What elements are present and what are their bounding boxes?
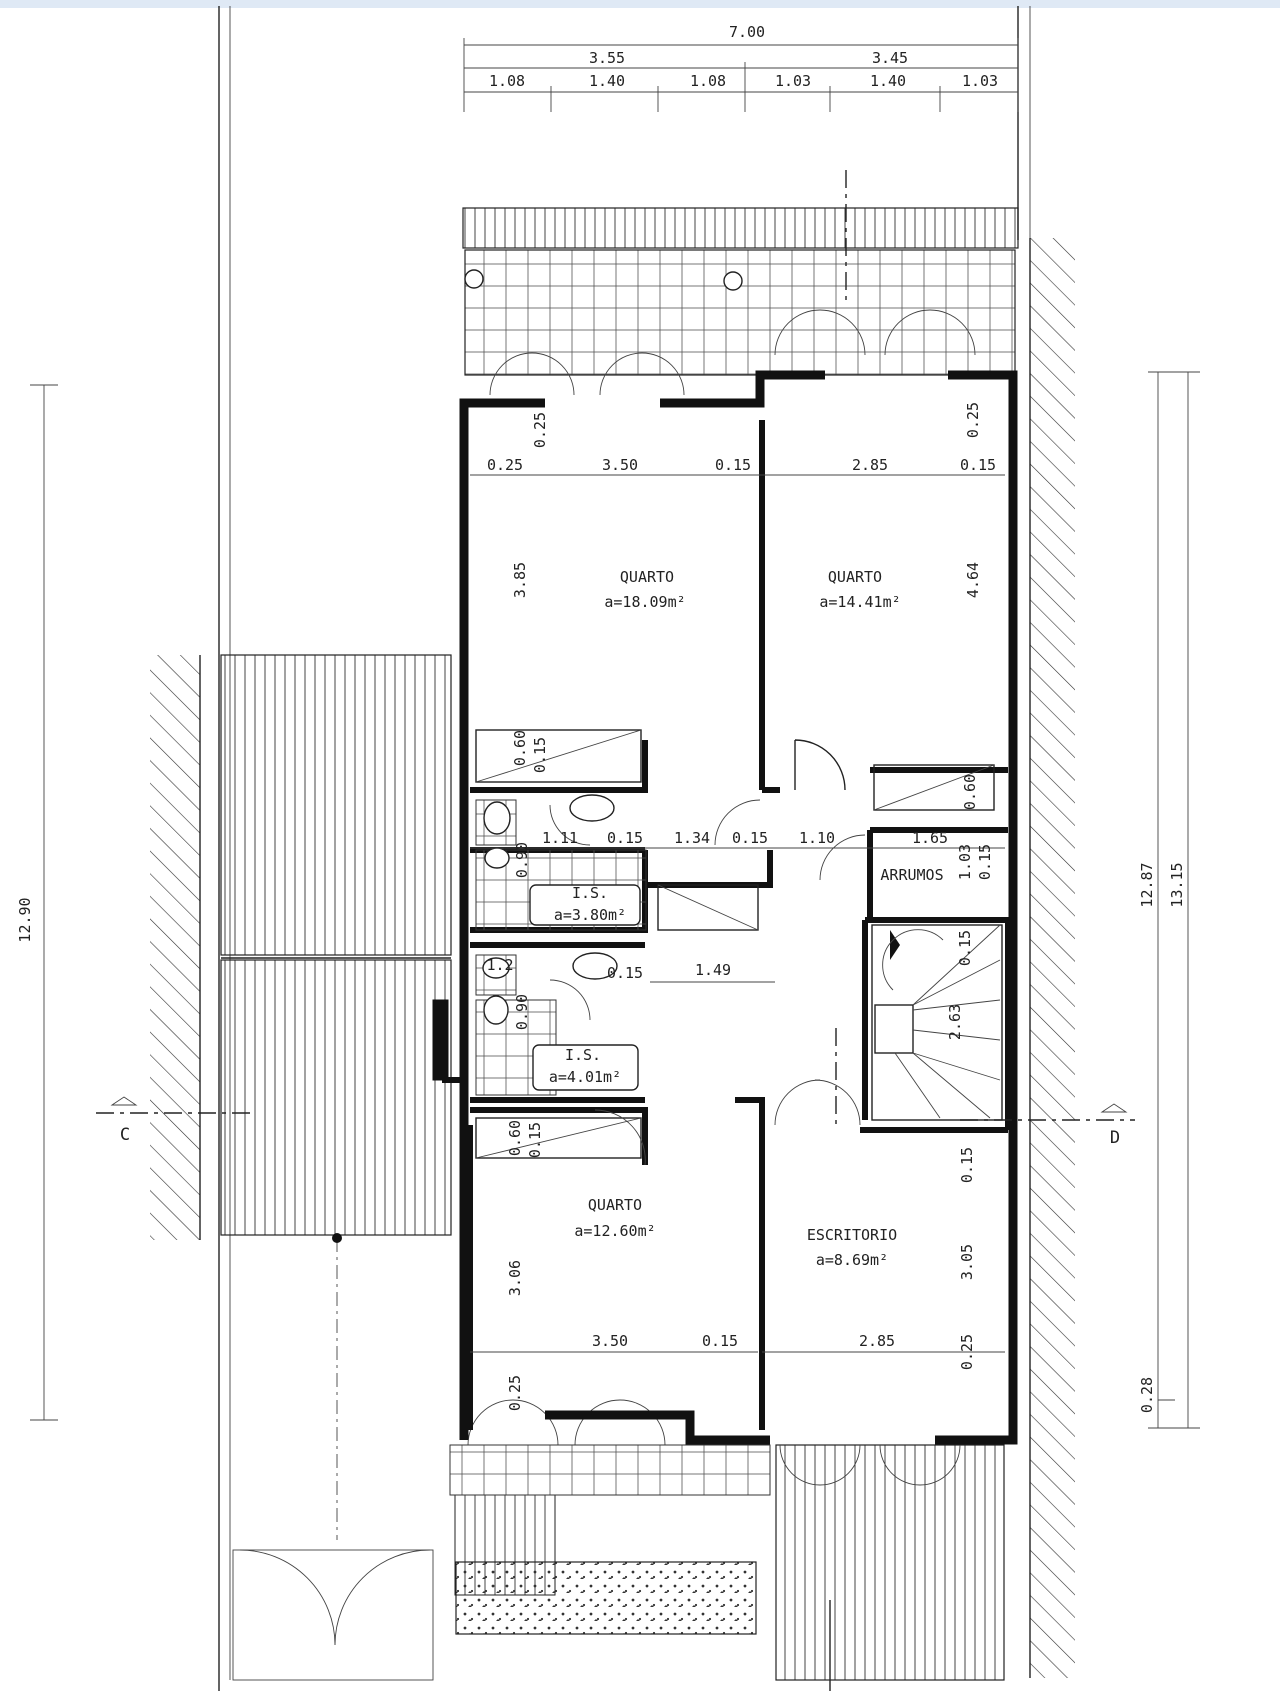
dim-hall-e: 1.10 bbox=[799, 829, 835, 847]
dim-b3-width: 3.50 bbox=[592, 1332, 628, 1350]
dim-segment-4: 1.03 bbox=[775, 72, 811, 90]
dim-storage-depth: 1.03 bbox=[956, 844, 974, 880]
dim-b3-closet: 0.60 bbox=[506, 1120, 524, 1156]
dim-b1-closet-wall: 0.15 bbox=[531, 737, 549, 773]
room-area-bedroom-3: a=12.60m² bbox=[574, 1222, 655, 1240]
room-area-bathroom-1: a=3.80m² bbox=[554, 906, 626, 924]
dim-hall-b: 0.15 bbox=[607, 829, 643, 847]
dim-segment-2: 1.40 bbox=[589, 72, 625, 90]
side-dimension-lines bbox=[30, 371, 1200, 1429]
dim-left-total: 12.90 bbox=[16, 897, 34, 942]
dim-b1-wall-mid: 0.15 bbox=[715, 456, 751, 474]
dim-stair-length: 2.63 bbox=[946, 1004, 964, 1040]
room-area-office: a=8.69m² bbox=[816, 1251, 888, 1269]
room-area-bedroom-1: a=18.09m² bbox=[604, 593, 685, 611]
dim-b1-closet: 0.60 bbox=[511, 730, 529, 766]
dim-segment-6: 1.03 bbox=[962, 72, 998, 90]
room-area-bathroom-2: a=4.01m² bbox=[549, 1068, 621, 1086]
dim-bath1-wall: 0.90 bbox=[513, 842, 531, 878]
section-marker-c: C bbox=[120, 1125, 130, 1145]
dim-b3-wall-mid: 0.15 bbox=[702, 1332, 738, 1350]
dim-b1-depth: 3.85 bbox=[511, 562, 529, 598]
dim-hall-a: 1.11 bbox=[542, 829, 578, 847]
interior-dimension-lines bbox=[470, 474, 1005, 1353]
dim-b3-depth: 3.06 bbox=[506, 1260, 524, 1296]
dim-b3-wall-bottom: 0.25 bbox=[506, 1375, 524, 1411]
dim-office-wall-top: 0.15 bbox=[958, 1147, 976, 1183]
dim-right-half: 3.45 bbox=[872, 49, 908, 67]
room-name-bathroom-1: I.S. bbox=[572, 884, 608, 902]
dim-b1-wall-left: 0.25 bbox=[487, 456, 523, 474]
entrance-gate bbox=[232, 1233, 961, 1691]
dim-left-half: 3.55 bbox=[589, 49, 625, 67]
dim-b3-closet-wall: 0.15 bbox=[526, 1122, 544, 1158]
room-name-storage: ARRUMOS bbox=[880, 866, 943, 884]
dim-office-depth: 3.05 bbox=[958, 1244, 976, 1280]
dim-b2-closet: 0.60 bbox=[961, 774, 979, 810]
stair bbox=[871, 924, 1003, 1121]
section-marker-d: D bbox=[1110, 1128, 1120, 1148]
dim-hall-d: 0.15 bbox=[732, 829, 768, 847]
bathroom-fixtures bbox=[432, 794, 647, 1096]
top-band bbox=[0, 0, 1280, 8]
dim-segment-3: 1.08 bbox=[690, 72, 726, 90]
dim-segment-1: 1.08 bbox=[489, 72, 525, 90]
dim-office-wall-bottom: 0.25 bbox=[958, 1334, 976, 1370]
gravel-strip bbox=[455, 1561, 757, 1635]
dim-bath2-width: 1.2 bbox=[486, 956, 513, 974]
room-area-bedroom-2: a=14.41m² bbox=[819, 593, 900, 611]
room-name-bedroom-3: QUARTO bbox=[588, 1196, 642, 1214]
dim-right-outer: 13.15 bbox=[1168, 862, 1186, 907]
dim-b2-width: 2.85 bbox=[852, 456, 888, 474]
room-name-bedroom-1: QUARTO bbox=[620, 568, 674, 586]
dim-right-inner: 12.87 bbox=[1138, 862, 1156, 907]
room-name-office: ESCRITORIO bbox=[807, 1226, 897, 1244]
dim-total-width: 7.00 bbox=[729, 23, 765, 41]
exterior-walls bbox=[459, 370, 1018, 1445]
dim-b2-wall-right: 0.15 bbox=[960, 456, 996, 474]
neighbour-hatching bbox=[150, 238, 1075, 1678]
dim-b1-wall-top: 0.25 bbox=[531, 412, 549, 448]
dim-stair-wall: 0.15 bbox=[956, 930, 974, 966]
dim-storage-width: 1.65 bbox=[912, 829, 948, 847]
top-dimension-lines bbox=[463, 38, 1019, 112]
room-name-bedroom-2: QUARTO bbox=[828, 568, 882, 586]
dim-hall2-width: 1.49 bbox=[695, 961, 731, 979]
dim-storage-wall: 0.15 bbox=[976, 844, 994, 880]
dim-office-width: 2.85 bbox=[859, 1332, 895, 1350]
dim-b1-width: 3.50 bbox=[602, 456, 638, 474]
dim-segment-5: 1.40 bbox=[870, 72, 906, 90]
room-name-bathroom-2: I.S. bbox=[565, 1046, 601, 1064]
dim-b2-wall-top: 0.25 bbox=[964, 402, 982, 438]
dim-bath2-wall: 0.15 bbox=[607, 964, 643, 982]
wardrobes bbox=[475, 729, 995, 1159]
dim-bath2-depth: 0.90 bbox=[513, 994, 531, 1030]
terrace-tiles bbox=[464, 249, 1016, 396]
dim-hall-c: 1.34 bbox=[674, 829, 710, 847]
dim-b2-depth: 4.64 bbox=[964, 562, 982, 598]
section-cut-lines bbox=[96, 170, 1135, 1130]
dim-right-offset: 0.28 bbox=[1138, 1377, 1156, 1413]
